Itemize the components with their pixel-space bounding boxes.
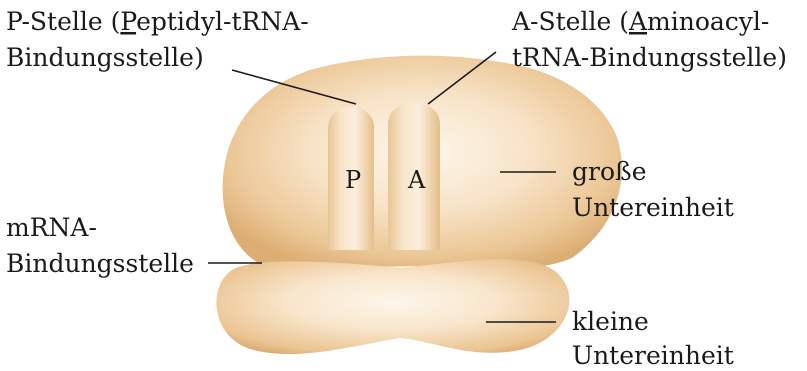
p-site-label-underlined: P [120, 7, 136, 36]
p-site-label-line1: P-Stelle (Peptidyl-tRNA- [6, 7, 309, 36]
small-subunit-shape [216, 259, 569, 354]
mrna-site-label-line2: Bindungsstelle [6, 249, 194, 278]
a-site-label-underlined: A [628, 7, 648, 36]
a-site-label-line1: A-Stelle (Aminoacyl- [511, 7, 769, 36]
mrna-site-label-line1: mRNA- [6, 213, 97, 242]
small-subunit-label-line1: kleine [572, 307, 649, 336]
large-subunit-label-line2: Untereinheit [572, 193, 734, 222]
p-site-label-line2: Bindungsstelle) [6, 43, 204, 72]
large-subunit-label-line1: große [572, 157, 647, 186]
small-subunit-label-line2: Untereinheit [572, 341, 734, 370]
a-site-label-line2: tRNA-Bindungsstelle) [512, 43, 787, 72]
p-site-letter: P [345, 166, 361, 194]
a-site-letter: A [407, 166, 426, 194]
